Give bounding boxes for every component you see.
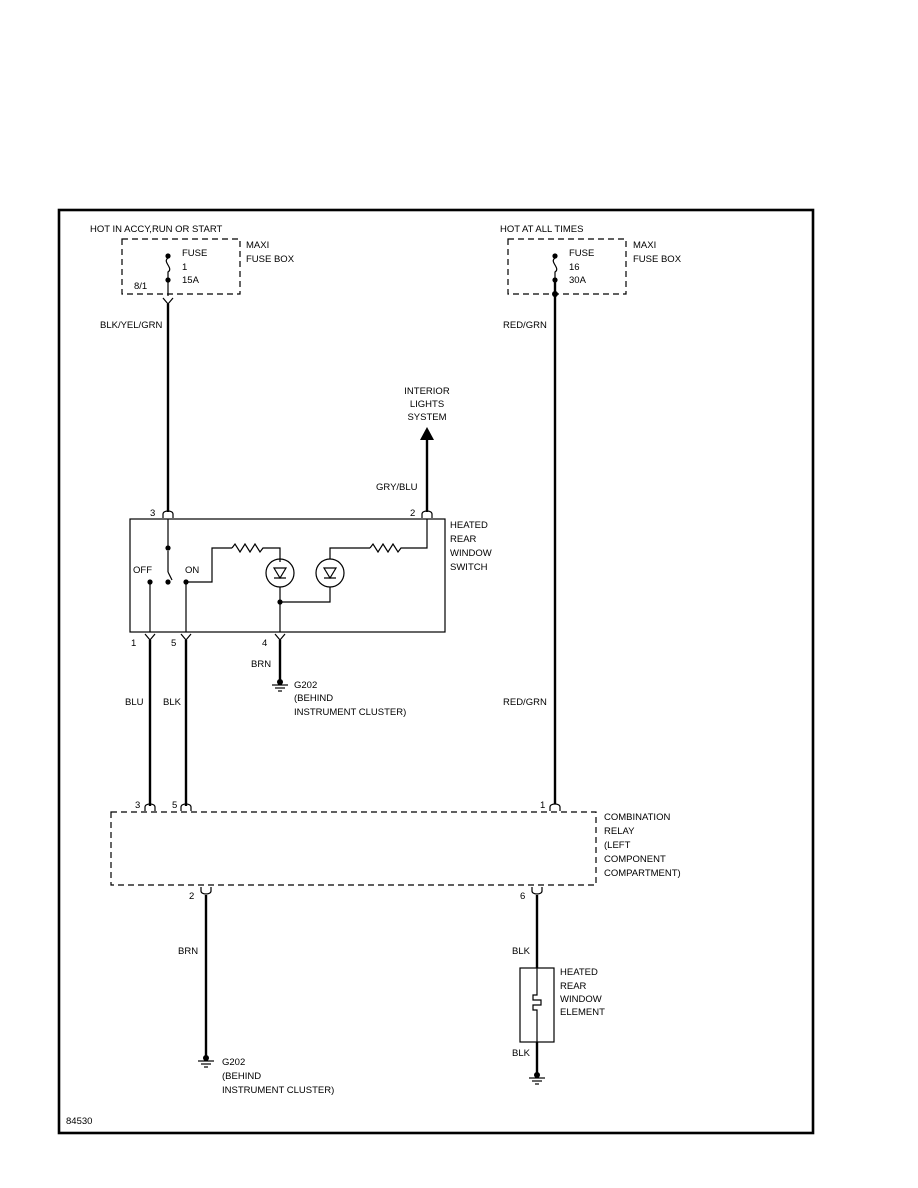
bottom-ground-loc-2: INSTRUMENT CLUSTER) xyxy=(222,1085,334,1096)
right-maxi-label: MAXI xyxy=(633,240,656,251)
switch-label-1: HEATED xyxy=(450,520,488,531)
switch-ground-loc-1: (BEHIND xyxy=(294,693,333,704)
bottom-ground-loc-1: (BEHIND xyxy=(222,1071,261,1082)
relay-label-2: RELAY xyxy=(604,826,635,837)
wire-label-blk-yel-grn: BLK/YEL/GRN xyxy=(100,320,162,331)
right-fuse-label: FUSE xyxy=(569,248,594,259)
switch-pin-5: 5 xyxy=(171,638,176,649)
bottom-ground-id: G202 xyxy=(222,1057,245,1068)
ground-icon xyxy=(272,679,288,692)
switch-ground-id: G202 xyxy=(294,680,317,691)
right-fuse-rating: 30A xyxy=(569,275,587,286)
wire-label-gry-blu: GRY/BLU xyxy=(376,482,418,493)
wire-label-blk: BLK xyxy=(163,697,182,708)
combination-relay-box xyxy=(110,811,597,886)
switch-label-3: WINDOW xyxy=(450,548,492,559)
relay-pin-1: 1 xyxy=(540,800,545,811)
switch-pin-1: 1 xyxy=(131,638,136,649)
left-fuse-rating: 15A xyxy=(182,275,200,286)
element-label-1: HEATED xyxy=(560,967,598,978)
interior-lights-label-2: LIGHTS xyxy=(410,399,444,410)
left-maxi-label: MAXI xyxy=(246,240,269,251)
switch-ground-wire-label: BRN xyxy=(251,659,271,670)
interior-lights-label-3: SYSTEM xyxy=(407,412,446,423)
left-power-header: HOT IN ACCY,RUN OR START xyxy=(90,224,223,235)
connector-icon xyxy=(421,510,433,518)
switch-pin-2: 2 xyxy=(410,508,415,519)
right-power-header: HOT AT ALL TIMES xyxy=(500,224,583,235)
heating-element-icon xyxy=(532,968,542,1042)
interior-lights-label-1: INTERIOR xyxy=(404,386,450,397)
switch-pin-3: 3 xyxy=(150,508,155,519)
relay-pin-3: 3 xyxy=(135,800,140,811)
element-label-2: REAR xyxy=(560,981,587,992)
left-fusebox-label: FUSE BOX xyxy=(246,254,295,265)
ground-icon xyxy=(529,1072,545,1085)
left-fuse-box xyxy=(121,238,241,295)
connector-icon xyxy=(200,887,212,895)
heated-rear-window-switch-box xyxy=(129,518,446,633)
relay-pin-5: 5 xyxy=(172,800,177,811)
right-fusebox-label: FUSE BOX xyxy=(633,254,682,265)
led-icon xyxy=(315,558,345,588)
resistor-icon xyxy=(231,542,281,562)
wire-label-red-grn-mid: RED/GRN xyxy=(503,697,547,708)
element-label-4: ELEMENT xyxy=(560,1007,605,1018)
relay-label-4: COMPONENT xyxy=(604,854,666,865)
switch-on-label: ON xyxy=(185,565,199,576)
left-fuse-label: FUSE xyxy=(182,248,207,259)
left-fuse-symbol xyxy=(162,253,174,305)
connector-icon xyxy=(549,803,561,811)
switch-label-4: SWITCH xyxy=(450,562,488,573)
connector-icon xyxy=(180,633,192,641)
connector-icon xyxy=(144,803,156,811)
connector-icon xyxy=(144,633,156,641)
wire-label-red-grn-top: RED/GRN xyxy=(503,320,547,331)
connector-icon xyxy=(162,510,174,518)
left-fuse-number: 1 xyxy=(182,262,187,273)
element-wire-top-label: BLK xyxy=(512,946,531,957)
relay-label-1: COMBINATION xyxy=(604,812,670,823)
resistor-icon xyxy=(369,519,428,554)
switch-pin-4: 4 xyxy=(262,638,267,649)
relay-pin-2: 2 xyxy=(189,891,194,902)
right-fuse-number: 16 xyxy=(569,262,580,273)
switch-internals xyxy=(147,519,428,632)
element-wire-bottom-label: BLK xyxy=(512,1048,531,1059)
diagram-frame xyxy=(57,208,815,1135)
switch-off-label: OFF xyxy=(133,565,152,576)
left-fuse-terminal: 8/1 xyxy=(134,281,147,292)
connector-icon xyxy=(274,633,286,641)
relay-pin-6: 6 xyxy=(520,891,525,902)
diagram-id: 84530 xyxy=(66,1116,92,1127)
right-fuse-box xyxy=(507,238,627,295)
led-icon xyxy=(265,558,295,588)
switch-ground-loc-2: INSTRUMENT CLUSTER) xyxy=(294,707,406,718)
connector-icon xyxy=(531,887,543,895)
connector-icon xyxy=(180,803,192,811)
relay-label-3: (LEFT xyxy=(604,840,631,851)
wire-label-blu: BLU xyxy=(125,697,144,708)
element-label-3: WINDOW xyxy=(560,994,602,1005)
ground-icon xyxy=(198,1055,214,1068)
switch-label-2: REAR xyxy=(450,534,477,545)
bottom-ground-wire-label: BRN xyxy=(178,946,198,957)
relay-label-5: COMPARTMENT) xyxy=(604,868,681,879)
arrow-up-icon xyxy=(420,427,434,440)
